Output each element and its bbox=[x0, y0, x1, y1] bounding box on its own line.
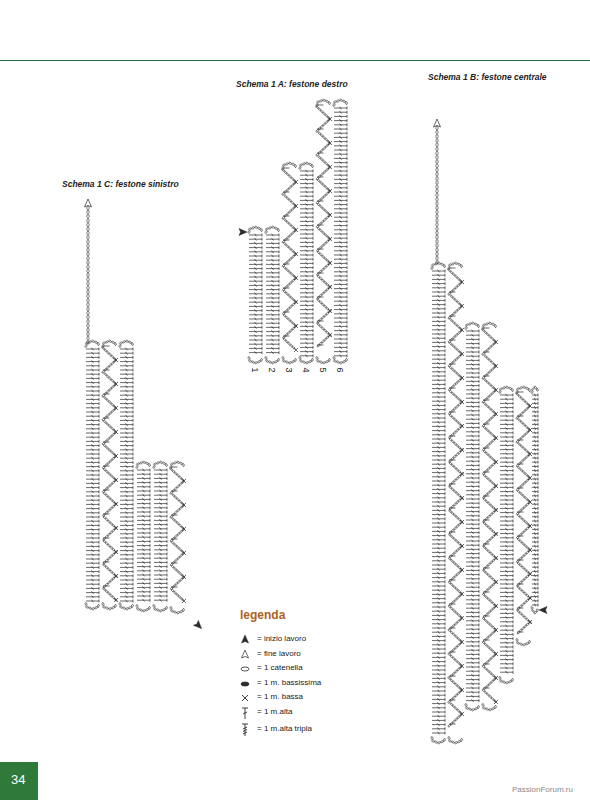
legend-heading: legenda bbox=[240, 609, 285, 622]
legend-entry: = 1 m.alta tripla bbox=[257, 725, 312, 734]
chart bbox=[239, 99, 348, 364]
top-rule bbox=[0, 60, 590, 61]
chart-title: Schema 1 B: festone centrale bbox=[428, 73, 547, 82]
page-badge bbox=[0, 762, 38, 800]
chart-title: Schema 1 A: festone destro bbox=[236, 80, 348, 89]
watermark: PassionForum.ru bbox=[512, 786, 573, 795]
legend-entry: = 1 m. bassa bbox=[257, 693, 303, 702]
legend-entry: = fine lavoro bbox=[257, 650, 301, 659]
legend-entry: = inizio lavoro bbox=[257, 635, 306, 644]
chart-title: Schema 1 C: festone sinistro bbox=[62, 180, 179, 189]
legend-entry: = 1 m. bassissima bbox=[257, 679, 321, 688]
row-number: 1 bbox=[250, 367, 260, 372]
legend-symbols bbox=[241, 635, 249, 736]
row-number: 5 bbox=[318, 367, 328, 372]
chart bbox=[431, 119, 547, 744]
legend-entry: = 1 m.alta bbox=[257, 708, 292, 717]
row-number: 6 bbox=[335, 367, 345, 372]
stitch-charts bbox=[85, 99, 548, 744]
chart bbox=[85, 199, 205, 631]
row-number: 4 bbox=[301, 367, 311, 372]
row-number: 3 bbox=[284, 367, 294, 372]
row-number: 2 bbox=[267, 367, 277, 372]
page-number: 34 bbox=[11, 773, 25, 787]
legend-entry: = 1 catenella bbox=[257, 664, 303, 673]
